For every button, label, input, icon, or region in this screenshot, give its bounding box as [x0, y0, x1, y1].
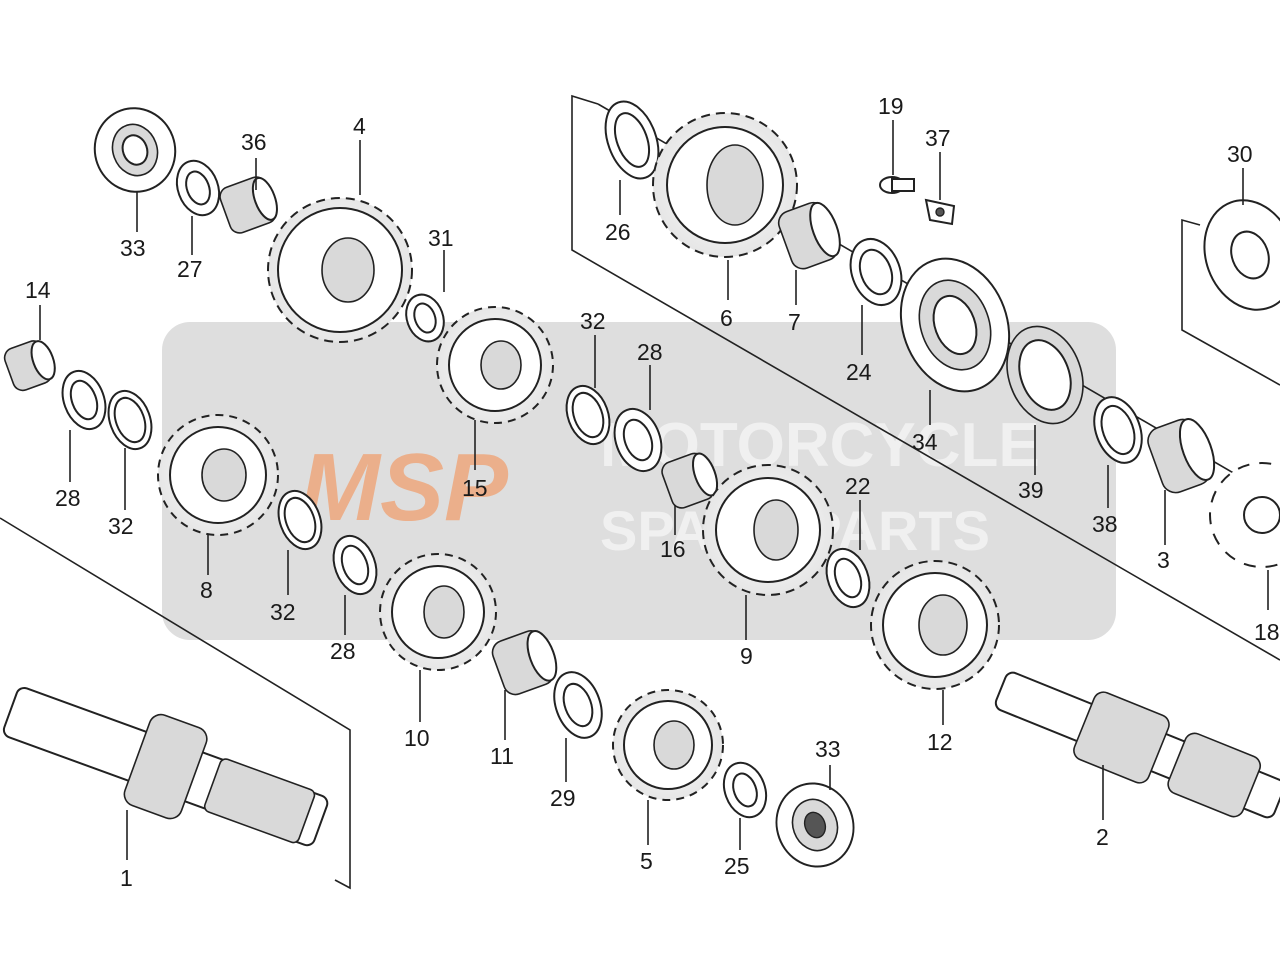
collar-3 — [1147, 418, 1216, 494]
bolt-19 — [879, 176, 915, 194]
callout-12: 12 — [927, 729, 953, 755]
callout-8: 8 — [200, 577, 213, 603]
stopper-37 — [924, 198, 956, 226]
gear-12 — [870, 560, 1000, 690]
washer-25 — [722, 761, 768, 819]
washer-24 — [849, 238, 903, 306]
sprocket-18 — [1209, 462, 1280, 568]
callout-18: 18 — [1254, 619, 1280, 645]
callout-25: 25 — [724, 853, 750, 879]
washer-29 — [553, 671, 603, 739]
washer-31 — [405, 293, 445, 343]
callout-32-mid: 32 — [270, 599, 296, 625]
callout-34: 34 — [912, 429, 938, 455]
callout-31: 31 — [428, 225, 454, 251]
callout-6: 6 — [720, 305, 733, 331]
gear-6 — [652, 112, 798, 258]
callout-22: 22 — [845, 473, 871, 499]
washer-22 — [825, 547, 871, 609]
circlip-32-left — [107, 389, 153, 451]
callout-32-right: 32 — [580, 308, 606, 334]
bearing-33-top — [93, 107, 177, 193]
gear-8 — [157, 414, 279, 536]
callout-16: 16 — [660, 536, 686, 562]
plate-30 — [1203, 199, 1280, 311]
callout-5: 5 — [640, 848, 653, 874]
ring-38 — [1093, 396, 1143, 464]
bushing-7 — [777, 201, 841, 270]
callout-28-mid: 28 — [330, 638, 356, 664]
circlip-32-right — [565, 384, 611, 446]
callout-1: 1 — [120, 865, 133, 891]
callout-26: 26 — [605, 219, 631, 245]
washer-28-mid — [332, 534, 378, 596]
callout-7: 7 — [788, 309, 801, 335]
mainshaft-frame-left — [0, 517, 351, 890]
callout-32-left: 32 — [108, 513, 134, 539]
right-frame — [1181, 218, 1280, 386]
callout-19: 19 — [878, 93, 904, 119]
washer-26 — [604, 100, 660, 180]
callout-36: 36 — [241, 129, 267, 155]
callout-24: 24 — [846, 359, 872, 385]
bushing-14 — [3, 340, 56, 392]
callout-4: 4 — [353, 113, 366, 139]
bearing-34 — [899, 257, 1011, 393]
callout-9: 9 — [740, 643, 753, 669]
circlip-32-mid — [277, 489, 323, 551]
callout-37: 37 — [925, 125, 951, 151]
callout-39: 39 — [1018, 477, 1044, 503]
oil-seal-39 — [1006, 325, 1084, 425]
washer-28-left — [61, 369, 107, 431]
washer-27 — [175, 159, 221, 217]
countershaft-2 — [994, 671, 1280, 819]
callout-11: 11 — [490, 743, 514, 769]
washer-28-right — [613, 408, 663, 472]
bushing-11 — [491, 630, 558, 696]
gear-9 — [702, 464, 834, 596]
callout-33-top: 33 — [120, 235, 146, 261]
gear-5 — [612, 689, 724, 801]
bushing-16 — [661, 452, 719, 509]
needle-bearing-36 — [219, 176, 278, 234]
callout-28-left: 28 — [55, 485, 81, 511]
callout-33-bottom: 33 — [815, 736, 841, 762]
callout-14: 14 — [25, 277, 51, 303]
gear-10 — [379, 553, 497, 671]
leader-lines — [39, 120, 1269, 860]
callout-2: 2 — [1096, 824, 1109, 850]
bearing-33-bottom — [775, 782, 855, 868]
callout-10: 10 — [404, 725, 430, 751]
callout-3: 3 — [1157, 547, 1170, 573]
callout-28-right: 28 — [637, 339, 663, 365]
gear-4 — [267, 197, 413, 343]
parts — [2, 100, 1280, 868]
watermark-logo: MSP — [300, 434, 509, 541]
callout-29: 29 — [550, 785, 576, 811]
gear-15 — [436, 306, 554, 424]
countershaft-frame-top — [571, 94, 1280, 661]
callout-38: 38 — [1092, 511, 1118, 537]
callout-labels: 33 27 36 4 31 14 28 32 8 32 28 15 32 28 … — [25, 93, 1280, 891]
callout-27: 27 — [177, 256, 203, 282]
callout-30: 30 — [1227, 141, 1253, 167]
callout-15: 15 — [462, 475, 488, 501]
mainshaft-1 — [2, 686, 329, 847]
